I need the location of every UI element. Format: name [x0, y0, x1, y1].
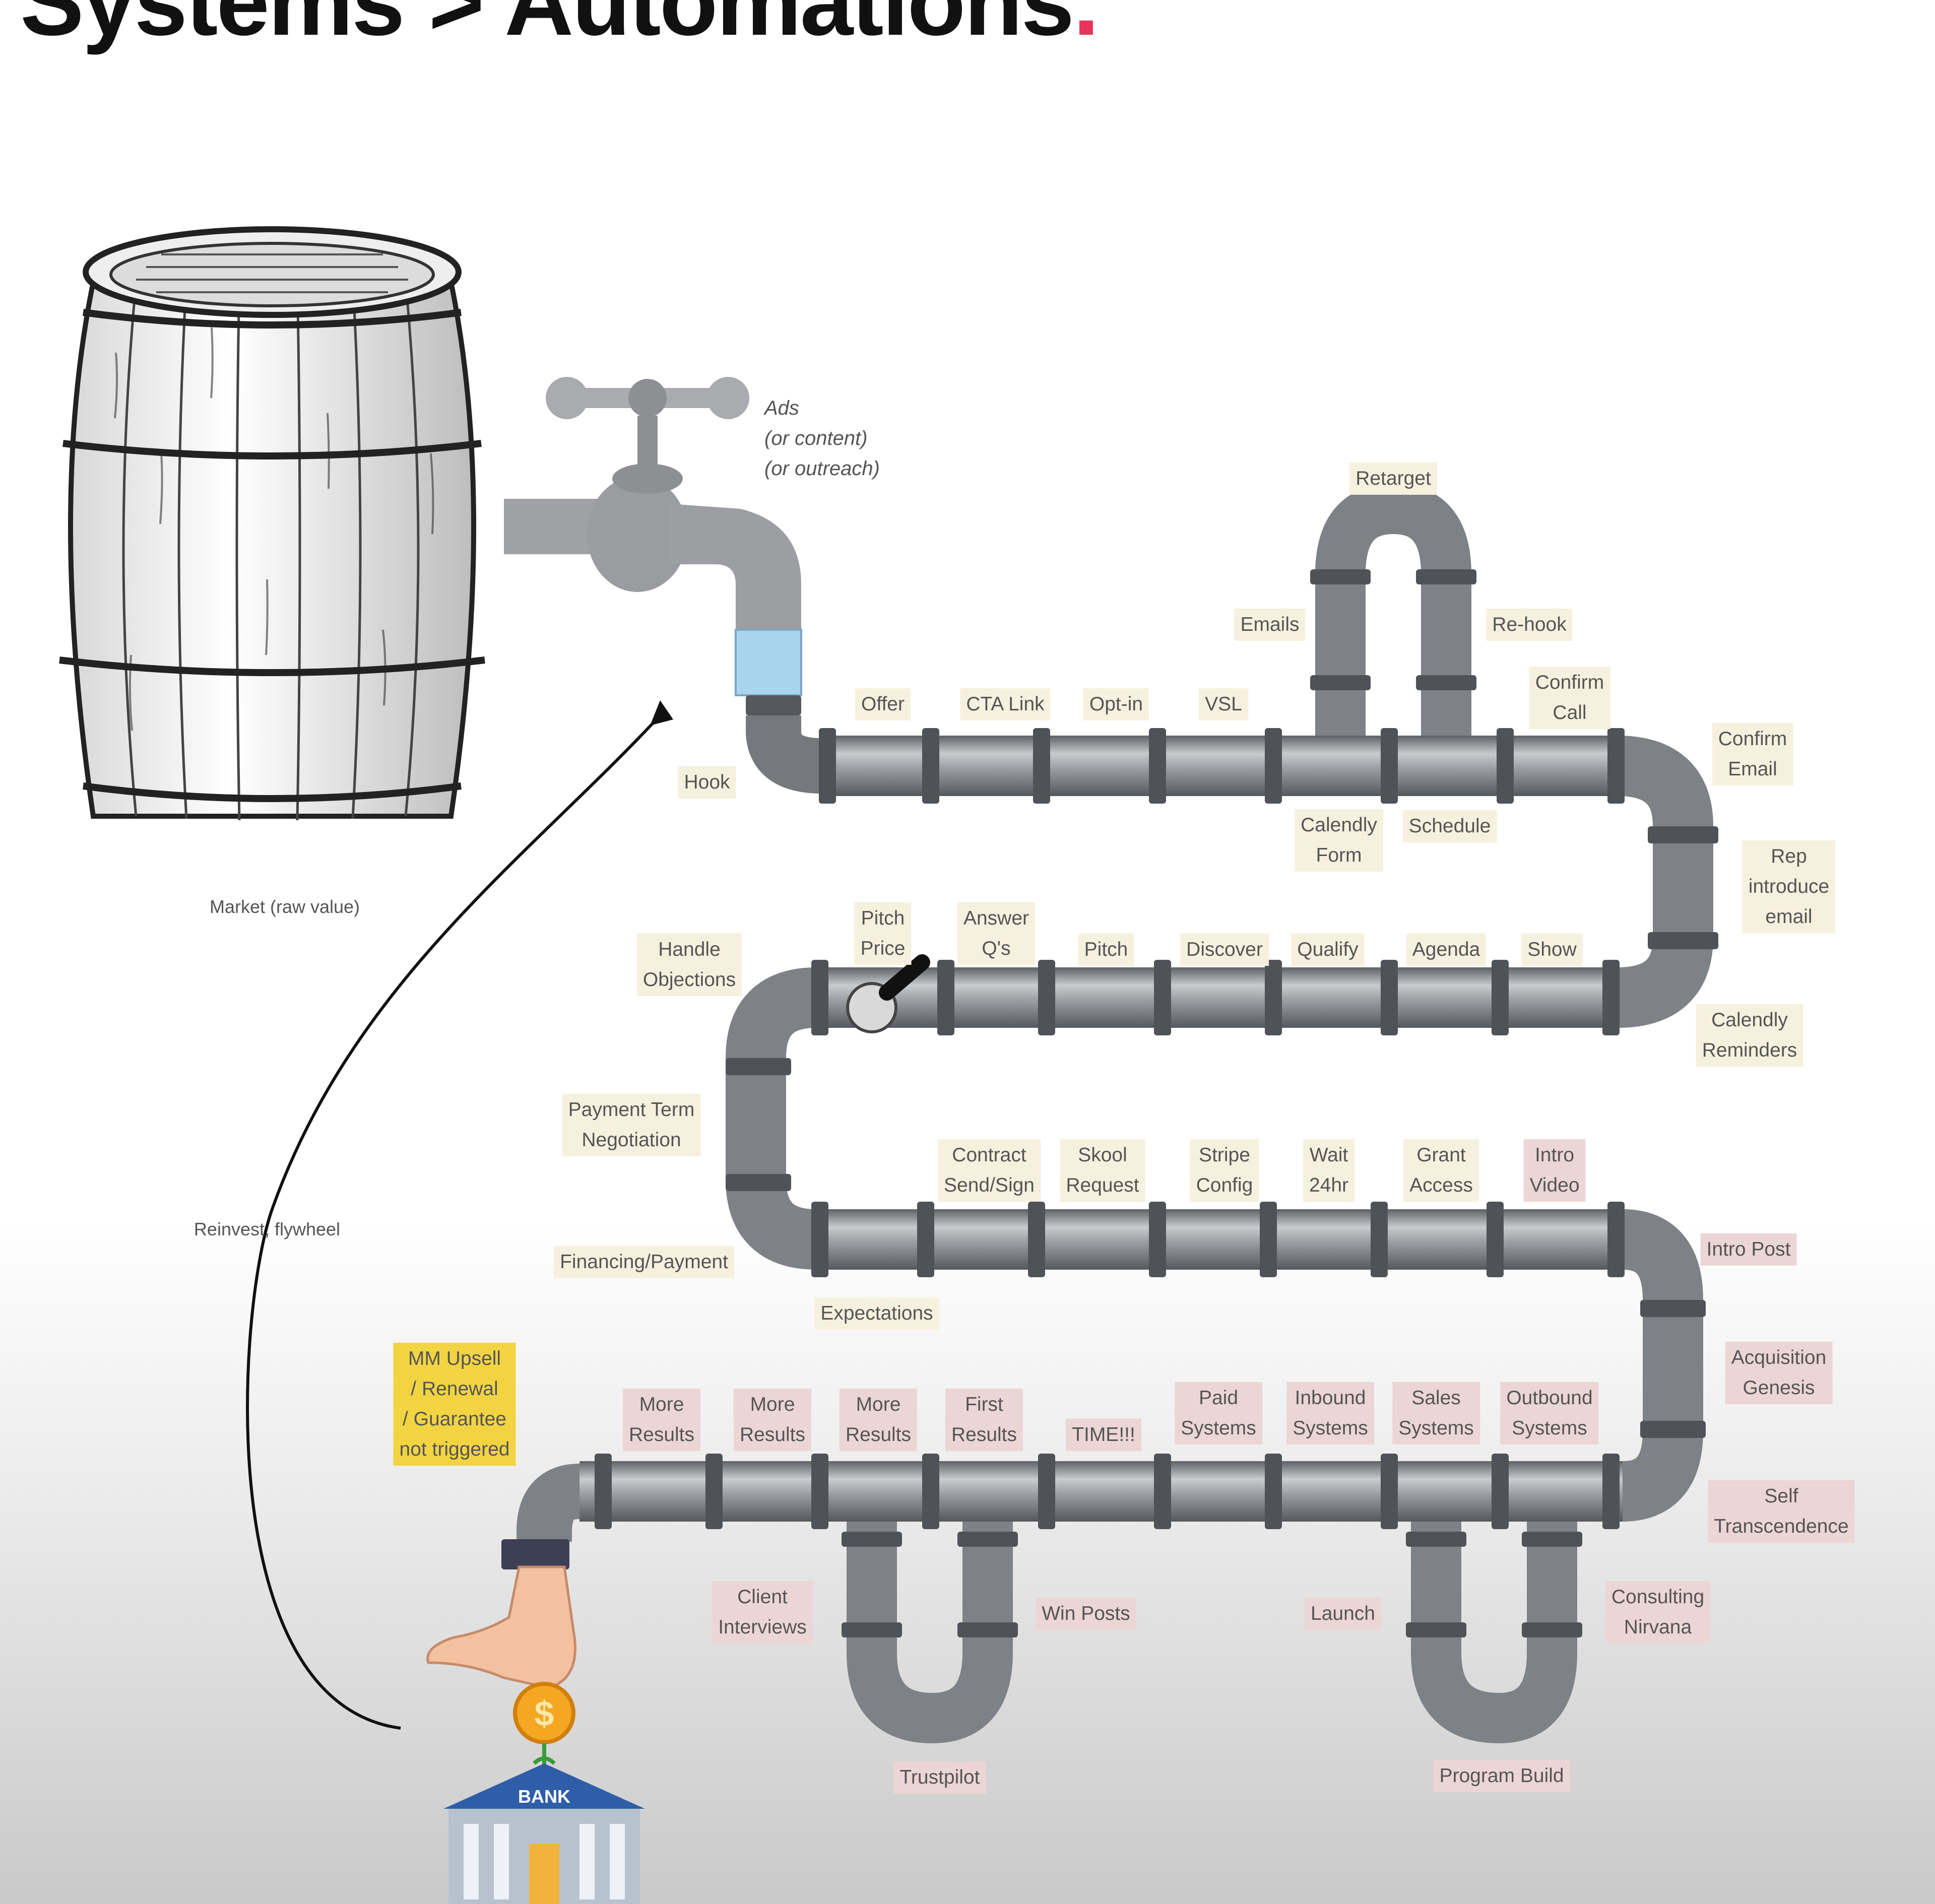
- label-intro-post: Intro Post: [1700, 1233, 1797, 1266]
- label-opt-in: Opt-in: [1083, 688, 1149, 720]
- label-vsl: VSL: [1199, 688, 1248, 720]
- label-rehook: Re-hook: [1486, 609, 1573, 641]
- label-show: Show: [1521, 934, 1583, 966]
- label-reinvest: Reinvest, flywheel: [194, 1219, 341, 1239]
- label-retarget: Retarget: [1349, 463, 1437, 495]
- label-cta-link: CTA Link: [960, 688, 1051, 720]
- label-hook: Hook: [678, 766, 736, 799]
- label-program-build: Program Build: [1433, 1760, 1570, 1792]
- hand-icon: [426, 1565, 576, 1689]
- label-emails: Emails: [1234, 609, 1306, 641]
- reinvest-arrow: [246, 700, 673, 1730]
- title-accent-dot: .: [1073, 0, 1100, 55]
- marker-icon: [846, 954, 930, 1033]
- label-trustpilot: Trustpilot: [893, 1761, 986, 1794]
- label-launch: Launch: [1305, 1598, 1381, 1630]
- pipeline: [501, 483, 1718, 1744]
- label-market: Market (raw value): [209, 896, 360, 917]
- label-win-posts: Win Posts: [1036, 1598, 1136, 1630]
- label-financing: Financing/Payment: [554, 1246, 734, 1278]
- label-agenda: Agenda: [1406, 934, 1487, 966]
- barrel-icon: [59, 226, 485, 821]
- label-offer: Offer: [855, 688, 911, 720]
- bank-sign: BANK: [518, 1786, 570, 1807]
- coin-icon: $: [513, 1682, 575, 1768]
- label-ads: Ads(or content)(or outreach): [764, 397, 880, 480]
- label-time: TIME!!!: [1066, 1419, 1141, 1451]
- bank-icon: BANK: [443, 1763, 645, 1904]
- label-qualify: Qualify: [1291, 934, 1365, 966]
- page-title: Systems > Automations.: [20, 0, 1100, 57]
- faucet-icon: [504, 377, 802, 696]
- label-expectations: Expectations: [814, 1297, 939, 1330]
- label-schedule: Schedule: [1402, 810, 1497, 842]
- coin-symbol: $: [535, 1694, 554, 1733]
- label-discover: Discover: [1180, 934, 1269, 966]
- label-pitch: Pitch: [1078, 934, 1134, 966]
